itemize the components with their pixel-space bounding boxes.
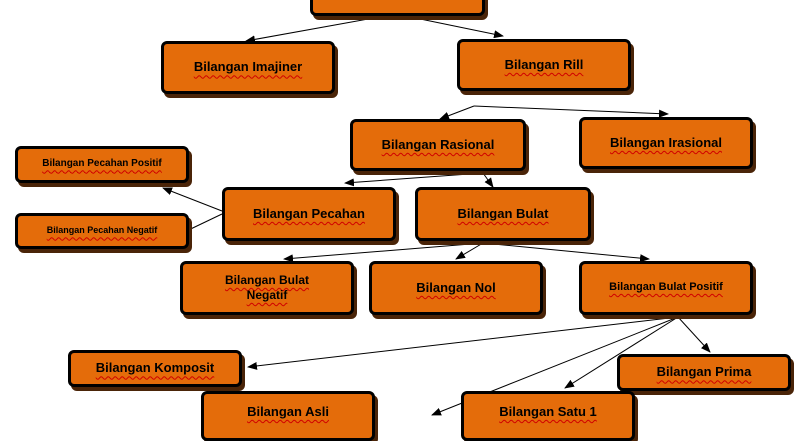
edge-rill-to-irasional <box>473 105 669 118</box>
node-bilangan-pecahan-negatif: Bilangan Pecahan Negatif <box>15 213 189 249</box>
node-bilangan-irasional: Bilangan Irasional <box>579 117 753 169</box>
node-bilangan-asli: Bilangan Asli <box>201 391 375 441</box>
node-bilangan-rasional: Bilangan Rasional <box>350 119 526 171</box>
edge-pecahan-to-pecahan_positif <box>162 187 223 212</box>
edge-bulat_positif-to-satu <box>564 316 679 389</box>
edge-top-to-rill <box>395 13 504 39</box>
edge-bulat_positif-to-komposit <box>247 316 679 370</box>
edge-bulat-to-bulat_negatif <box>283 242 484 263</box>
node-bilangan-prima: Bilangan Prima <box>617 354 791 391</box>
node-bilangan-pecahan-positif: Bilangan Pecahan Positif <box>15 146 189 183</box>
edge-rasional-to-bulat <box>482 172 494 188</box>
node-bilangan-bulat-negatif: Bilangan Bulat Negatif <box>180 261 354 315</box>
node-top <box>310 0 485 16</box>
node-bilangan-rill: Bilangan Rill <box>457 39 631 91</box>
node-bilangan-bulat: Bilangan Bulat <box>415 187 591 241</box>
edge-rasional-to-pecahan <box>344 172 484 187</box>
edge-rill-to-rasional <box>439 105 475 120</box>
node-bilangan-komposit: Bilangan Komposit <box>68 350 242 387</box>
edge-bulat-to-bulat_positif <box>482 242 650 263</box>
node-bilangan-nol: Bilangan Nol <box>369 261 543 315</box>
node-bilangan-satu: Bilangan Satu 1 <box>461 391 635 441</box>
edge-bulat_positif-to-prima <box>677 316 711 353</box>
edge-top-to-imajiner <box>245 13 397 44</box>
node-bilangan-bulat-positif: Bilangan Bulat Positif <box>579 261 753 315</box>
edge-bulat-to-nol <box>455 242 484 260</box>
node-bilangan-imajiner: Bilangan Imajiner <box>161 41 335 94</box>
node-bilangan-pecahan: Bilangan Pecahan <box>222 187 396 241</box>
number-classification-diagram: Bilangan Imajiner Bilangan Rill Bilangan… <box>15 0 791 441</box>
